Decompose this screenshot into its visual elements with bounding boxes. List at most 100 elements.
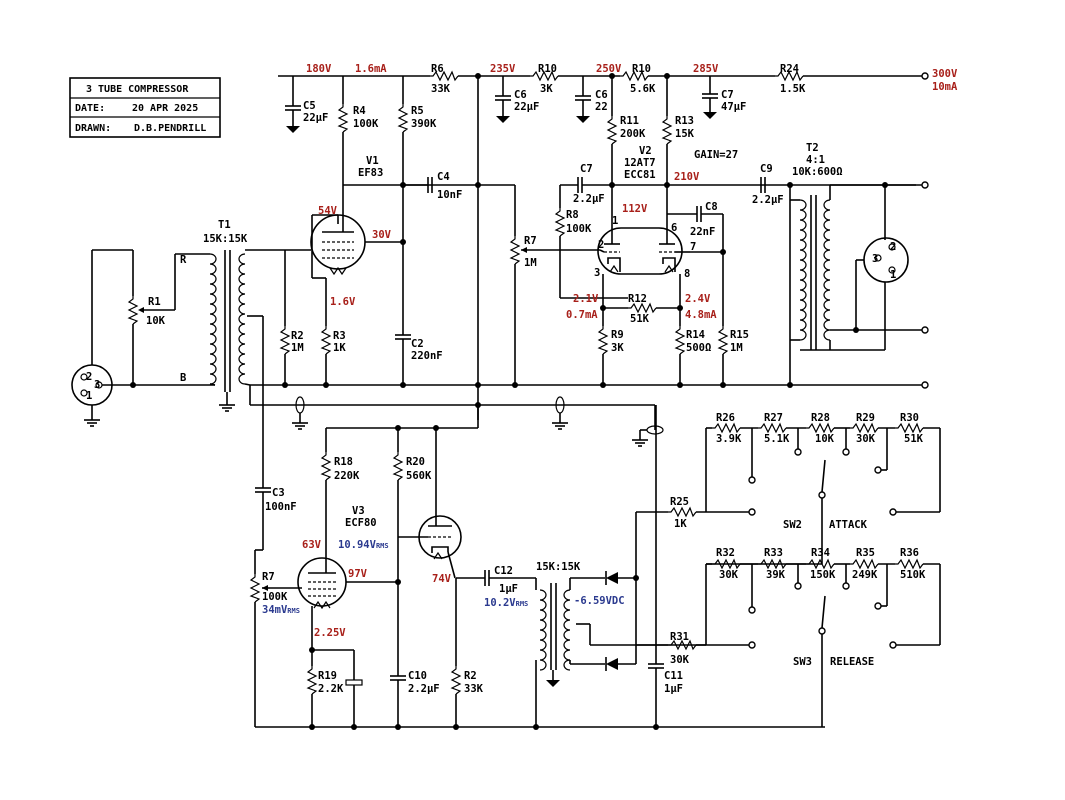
mv34-label: 34mVRMS: [262, 604, 300, 616]
svg-text:2: 2: [598, 239, 604, 251]
svg-text:R13: R13: [675, 115, 694, 127]
svg-text:1K: 1K: [674, 518, 687, 530]
drawn-value: D.B.PENDRILL: [134, 123, 206, 134]
v180-label: 180V: [306, 63, 332, 75]
svg-text:22µF: 22µF: [514, 101, 539, 113]
svg-text:510K: 510K: [900, 569, 926, 581]
svg-text:2.2K: 2.2K: [318, 683, 344, 695]
svg-text:C6: C6: [514, 89, 527, 101]
svg-text:R11: R11: [620, 115, 639, 127]
svg-text:T1: T1: [218, 219, 231, 231]
svg-text:T2: T2: [806, 142, 819, 154]
svg-text:6: 6: [671, 222, 677, 234]
svg-text:200K: 200K: [620, 128, 646, 140]
v102-label: 10.2VRMS: [484, 597, 528, 609]
svg-text:R25: R25: [670, 496, 689, 508]
svg-text:3K: 3K: [611, 342, 624, 354]
svg-text:C6: C6: [595, 89, 608, 101]
svg-text:15K: 15K: [675, 128, 695, 140]
svg-text:220nF: 220nF: [411, 350, 443, 362]
svg-text:R10: R10: [632, 63, 651, 75]
svg-text:R5: R5: [411, 105, 424, 117]
v54-label: 54V: [318, 205, 338, 217]
v250-label: 250V: [596, 63, 622, 75]
svg-text:39K: 39K: [766, 569, 786, 581]
i48-label: 4.8mA: [685, 309, 717, 321]
svg-text:100K: 100K: [262, 591, 288, 603]
svg-text:C11: C11: [664, 670, 683, 682]
svg-text:22µF: 22µF: [303, 112, 328, 124]
i16-label: 1.6mA: [355, 63, 387, 75]
svg-text:100K: 100K: [353, 118, 379, 130]
svg-text:R: R: [180, 254, 187, 266]
svg-text:3.9K: 3.9K: [716, 433, 742, 445]
svg-text:51K: 51K: [904, 433, 924, 445]
svg-text:22: 22: [595, 101, 608, 113]
svg-text:30K: 30K: [670, 654, 690, 666]
svg-text:R7: R7: [262, 571, 275, 583]
svg-text:R18: R18: [334, 456, 353, 468]
svg-text:ECC81: ECC81: [624, 169, 656, 181]
svg-text:R2: R2: [291, 330, 304, 342]
svg-text:150K: 150K: [810, 569, 836, 581]
svg-text:10K:600Ω: 10K:600Ω: [792, 166, 843, 178]
svg-text:30K: 30K: [856, 433, 876, 445]
cap-c6b: C6 22: [574, 76, 608, 123]
svg-text:R3: R3: [333, 330, 346, 342]
svg-text:C5: C5: [303, 100, 316, 112]
svg-text:R6: R6: [431, 63, 444, 75]
svg-text:C4: C4: [437, 171, 450, 183]
drawn-label: DRAWN:: [75, 123, 111, 134]
svg-text:5.1K: 5.1K: [764, 433, 790, 445]
svg-text:V1: V1: [366, 155, 379, 167]
svg-text:SW2: SW2: [783, 519, 802, 531]
svg-text:10K: 10K: [146, 315, 166, 327]
svg-text:R2: R2: [464, 670, 477, 682]
svg-text:ECF80: ECF80: [345, 517, 377, 529]
out-v-label: 300V: [932, 68, 958, 80]
svg-text:15K:15K: 15K:15K: [203, 233, 248, 245]
svg-text:R19: R19: [318, 670, 337, 682]
svg-text:R30: R30: [900, 412, 919, 424]
v16-label: 1.6V: [330, 296, 356, 308]
ground-bus: [249, 381, 929, 447]
svg-text:R35: R35: [856, 547, 875, 559]
v225-label: 2.25V: [314, 627, 346, 639]
v1094-label: 10.94VRMS: [338, 539, 389, 551]
svg-text:R20: R20: [406, 456, 425, 468]
svg-text:C3: C3: [272, 487, 285, 499]
svg-text:R8: R8: [566, 209, 579, 221]
svg-text:560K: 560K: [406, 470, 432, 482]
svg-text:R14: R14: [686, 329, 705, 341]
title-block: 3 TUBE COMPRESSOR DATE: 20 APR 2025 DRAW…: [69, 77, 221, 138]
svg-text:5.6K: 5.6K: [630, 83, 656, 95]
svg-text:1µF: 1µF: [499, 583, 518, 595]
svg-text:1µF: 1µF: [664, 683, 683, 695]
v63-label: 63V: [302, 539, 322, 551]
v210-label: 210V: [674, 171, 700, 183]
v24-label: 2.4V: [685, 293, 711, 305]
svg-text:C10: C10: [408, 670, 427, 682]
svg-text:2.2µF: 2.2µF: [573, 193, 605, 205]
svg-text:390K: 390K: [411, 118, 437, 130]
svg-text:V2: V2: [639, 145, 652, 157]
svg-text:12AT7: 12AT7: [624, 157, 656, 169]
release-ladder: R32 30K R33 39K R34 150K R35 249K R36 51…: [706, 547, 941, 727]
svg-text:30K: 30K: [719, 569, 739, 581]
svg-text:249K: 249K: [852, 569, 878, 581]
input-section: 2 3 1 R1 10K R B T1 15K:15K: [71, 219, 285, 427]
i07-label: 0.7mA: [566, 309, 598, 321]
cap-c6a: C6 22µF: [494, 76, 539, 123]
svg-text:1M: 1M: [524, 257, 537, 269]
v30-label: 30V: [372, 229, 392, 241]
svg-text:1.5K: 1.5K: [780, 83, 806, 95]
cap-c5: C5 22µF: [284, 76, 328, 133]
svg-text:R4: R4: [353, 105, 366, 117]
date-value: 20 APR 2025: [132, 103, 198, 114]
svg-text:1M: 1M: [730, 342, 743, 354]
supply-rail: 180V 1.6mA 235V 250V 285V 300V 10mA R6 3…: [278, 63, 958, 95]
svg-text:33K: 33K: [431, 83, 451, 95]
svg-text:C2: C2: [411, 338, 424, 350]
svg-text:220K: 220K: [334, 470, 360, 482]
